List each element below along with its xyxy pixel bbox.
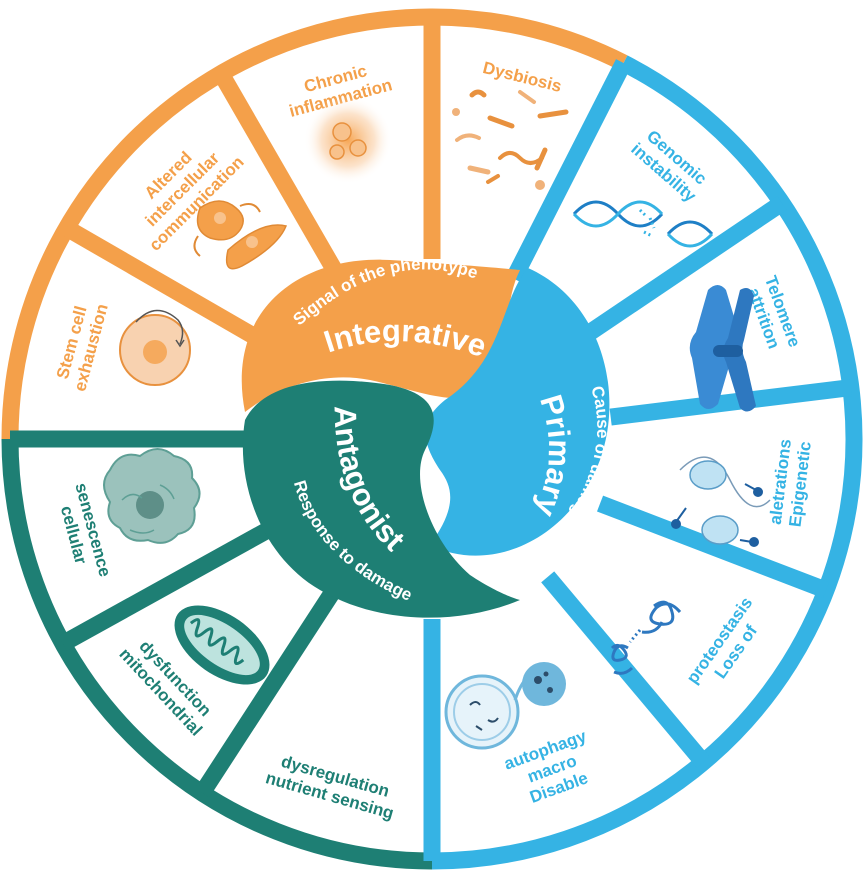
communicating-cells-icon <box>193 200 288 270</box>
ring-spoke <box>609 379 852 426</box>
primary-shape <box>425 268 610 556</box>
ring-spoke <box>541 571 710 768</box>
ring-spoke <box>576 195 787 346</box>
ring-arc-primary <box>431 55 863 870</box>
stem-cell-icon <box>119 309 191 386</box>
center-categories: Signal of the phenotype Integrative Caus… <box>241 254 612 618</box>
protein-icon <box>610 600 682 675</box>
nucleosome-icon <box>671 456 771 547</box>
dna-helix-icon <box>572 200 714 248</box>
ring-spoke <box>213 69 350 288</box>
bacteria-icon <box>452 89 569 190</box>
ring-spoke <box>506 59 632 283</box>
inflammation-icon <box>304 96 392 184</box>
autophagosome-icon <box>444 662 566 750</box>
ring-spoke <box>195 585 342 798</box>
chromosome-icon <box>689 285 756 412</box>
mitochondrion-icon <box>174 605 270 685</box>
ring-arc-integrative <box>1 8 628 440</box>
ring-spoke <box>62 220 281 357</box>
ring-arc-antagonist <box>1 438 433 870</box>
integrative-shape <box>241 259 520 412</box>
ring-spoke <box>58 518 279 652</box>
ring-spoke <box>596 495 830 599</box>
dysbiosis-label: Dysbiosis <box>481 58 564 96</box>
antagonist-shape <box>242 380 520 618</box>
senescent-cell-icon <box>103 448 201 544</box>
